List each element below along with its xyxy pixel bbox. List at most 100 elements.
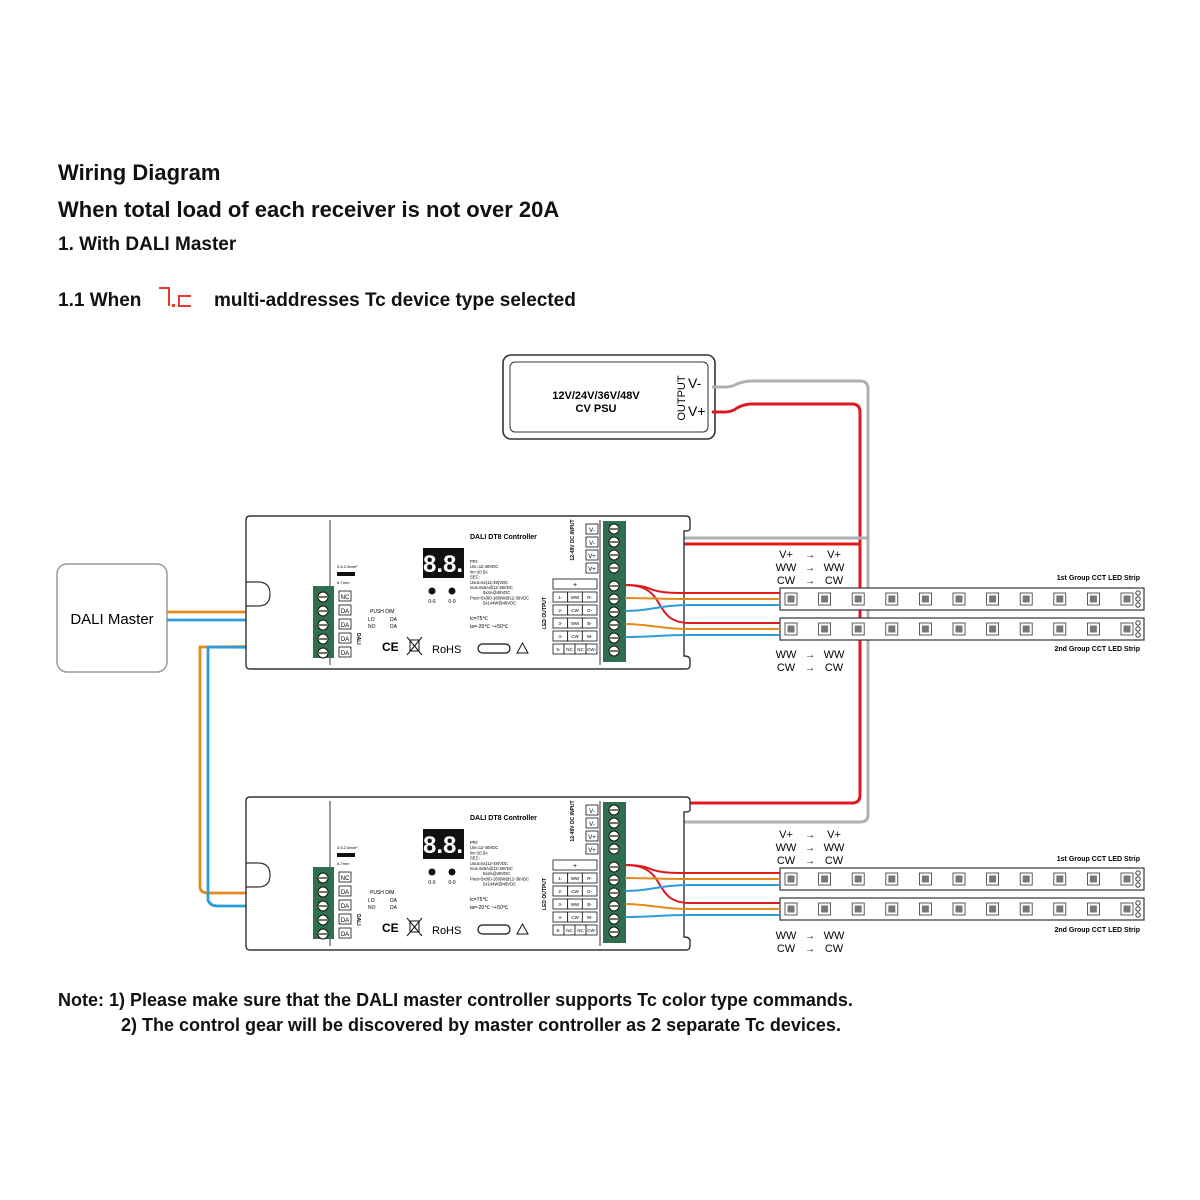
cct-led-strip: 2nd Group CCT LED Strip (779, 897, 1145, 934)
arrow-icon: → (805, 550, 815, 561)
spec-line: Uout=5x(12-48)VDC (470, 861, 508, 866)
output-table-cell-label: G- (587, 608, 593, 613)
arrow-icon: → (805, 843, 815, 854)
led-chip-icon (1022, 595, 1030, 603)
led-chip-icon (989, 595, 997, 603)
dali-side-label: DALI (355, 914, 361, 926)
lo-label: LO (368, 617, 375, 623)
led-chip-icon (821, 625, 829, 633)
controller-title: DALI DT8 Controller (470, 815, 537, 822)
output-wire (624, 903, 780, 910)
strip-terminal-label: V+ (779, 829, 793, 841)
strip-terminal-label: CW (777, 943, 796, 955)
led-chip-icon (955, 625, 963, 633)
terminal-label: DA (341, 904, 349, 910)
led-chip-icon (854, 625, 862, 633)
dc-terminal-label: V- (589, 541, 595, 547)
led-chip-icon (921, 875, 929, 883)
bin-cross-2 (406, 636, 423, 656)
output-table-cell (581, 630, 598, 642)
led-chip-icon (989, 875, 997, 883)
strip-pad-icon (1135, 870, 1141, 876)
output-wire (624, 884, 780, 892)
led-chip-icon (1056, 875, 1064, 883)
ce-mark: CE (382, 921, 399, 935)
led-chip-icon (854, 905, 862, 913)
dc-terminal-label: V+ (588, 567, 596, 573)
led-chip-icon (921, 595, 929, 603)
button-2-icon (448, 868, 456, 876)
led-chip-icon (989, 905, 997, 913)
strip-terminal-label: WW (776, 842, 797, 854)
output-wire (624, 914, 780, 918)
output-table-cell-label: WW (571, 876, 580, 881)
output-table-cell-label: B- (587, 902, 592, 907)
output-table-cell-label: CW (571, 634, 579, 639)
strip-terminal-label: CW (825, 855, 844, 867)
ta-label: ta=-20℃ ~+50℃ (470, 905, 509, 911)
terminal-label-box (338, 927, 352, 939)
weee-bin-icon (406, 917, 423, 937)
strip-terminal-label: V+ (827, 829, 841, 841)
led-output-label: LED OUTPUT (542, 878, 548, 910)
output-table-cell-label: WW (571, 621, 580, 626)
led-output-label: LED OUTPUT (542, 597, 548, 629)
output-table-cell-label: 4- (558, 634, 563, 639)
output-wire (624, 877, 780, 880)
dc-terminal-label-box (585, 843, 599, 855)
output-table-cell (581, 898, 598, 910)
psu-vminus-label: V- (688, 375, 702, 391)
bin-body (409, 920, 420, 933)
led-chip-icon (1123, 625, 1131, 633)
tc-label: tc=75℃ (470, 897, 488, 903)
output-table-cell-label: NC (566, 928, 573, 933)
wire-size-label: 0.5-2.5mm² (337, 564, 358, 569)
wire-size-label: 0.5-2.5mm² (337, 845, 358, 850)
ta-label: ta=-20℃ ~+50℃ (470, 624, 509, 630)
right-terminal-block (603, 802, 626, 943)
dc-terminal-label-box (585, 817, 599, 829)
led-chip-icon (921, 625, 929, 633)
button-1-icon (428, 868, 436, 876)
output-table-cell (581, 604, 598, 616)
led-chip-icon (787, 625, 795, 633)
output-table-cell-label: CW- (587, 928, 596, 933)
output-table-cell-label: CW (571, 889, 579, 894)
dc-terminal-label: V- (589, 528, 595, 534)
seven-segment-display (423, 548, 464, 578)
led-strips: 1st Group CCT LED Strip 2nd Group CCT LED… (776, 549, 1145, 955)
arrow-icon: → (805, 650, 815, 661)
strip-length-label: 6-7mm (337, 580, 350, 585)
led-chip-icon (955, 875, 963, 883)
terminal-label-box (338, 871, 352, 883)
strip-terminal-label: WW (776, 930, 797, 942)
output-table-cell (585, 924, 598, 936)
output-wire (624, 604, 780, 612)
spec-line: Iin=20.5A (470, 850, 488, 855)
spec-line: Pout=5x(60-180)W@12-36VDC (470, 876, 529, 881)
output-wire (624, 623, 780, 630)
terminal-label-box (338, 646, 352, 658)
terminal-label: NC (341, 595, 350, 601)
rohs-mark: RoHS (432, 644, 461, 656)
lo-da-label: DA (390, 617, 398, 623)
output-plus-label: + (573, 863, 577, 870)
output-table-cell-label: 1- (558, 595, 563, 600)
spec-line: Uin=12-48VDC (470, 845, 498, 850)
arrow-icon: → (805, 931, 815, 942)
output-table-cell-label: WW (571, 902, 580, 907)
controller-title: DALI DT8 Controller (470, 534, 537, 541)
output-table-cell-label: WW (571, 595, 580, 600)
output-table-cell (581, 617, 598, 629)
strip-terminal-label: WW (776, 562, 797, 574)
led-chip-icon (1022, 875, 1030, 883)
dc-input-label: 12-48V DC INPUT (570, 519, 576, 560)
diagram-title: Wiring Diagram (58, 160, 221, 185)
output-table-cell-label: CW (571, 608, 579, 613)
strip-terminal-label: WW (824, 842, 845, 854)
led-chip-icon (821, 905, 829, 913)
strip-label: 1st Group CCT LED Strip (1057, 575, 1140, 582)
arrow-icon: → (805, 944, 815, 955)
load-condition-heading: When total load of each receiver is not … (58, 197, 560, 222)
